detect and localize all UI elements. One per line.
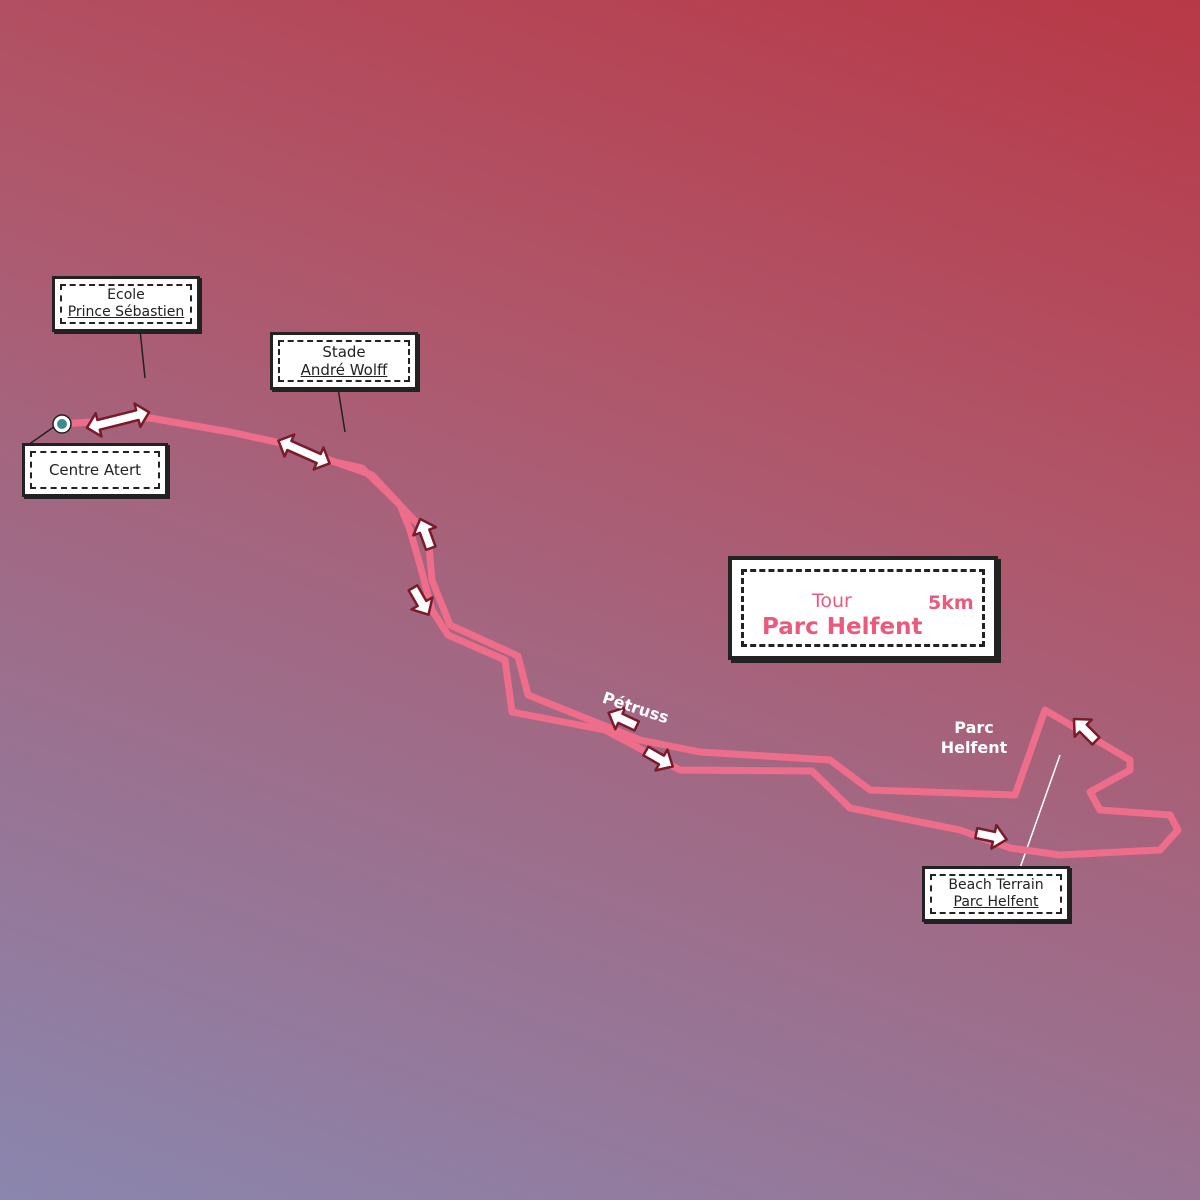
route-outbound — [58, 414, 1182, 859]
label-start: Centre Atert — [22, 443, 168, 497]
title-line2: Parc Helfent — [762, 614, 923, 640]
stadium-leader-line — [337, 387, 346, 433]
double-arrow-icon — [85, 402, 151, 438]
direction-arrow-icon — [1072, 717, 1101, 746]
double-arrow-icon — [277, 433, 331, 471]
label-school-line1: Ecole — [107, 287, 145, 303]
school-leader-line — [139, 329, 146, 379]
direction-arrow-icon — [974, 823, 1008, 850]
label-beach-line1: Beach Terrain — [948, 877, 1044, 893]
label-beach-line2: Parc Helfent — [953, 894, 1039, 910]
direction-arrow-icon — [642, 745, 674, 772]
label-school: Ecole Prince Sébastien — [52, 276, 200, 332]
label-stadium: Stade André Wolff — [270, 332, 418, 390]
direction-arrow-icon — [412, 517, 438, 552]
place-park: Parc Helfent — [934, 718, 1014, 758]
direction-arrow-icon — [607, 706, 641, 732]
label-stadium-line1: Stade — [322, 343, 366, 361]
direction-arrow-icon — [407, 584, 434, 616]
place-park-line1: Parc — [954, 718, 994, 737]
title-box: Tour Parc Helfent 5km — [728, 556, 998, 660]
start-marker-icon — [52, 414, 72, 434]
place-park-line2: Helfent — [940, 738, 1008, 757]
route-path — [58, 414, 1182, 859]
title-distance: 5km — [928, 592, 974, 614]
label-stadium-line2: André Wolff — [300, 361, 388, 379]
label-beach: Beach Terrain Parc Helfent — [922, 866, 1070, 922]
label-start-text: Centre Atert — [48, 461, 142, 479]
label-school-line2: Prince Sébastien — [67, 304, 185, 320]
title-line1: Tour — [812, 590, 852, 612]
